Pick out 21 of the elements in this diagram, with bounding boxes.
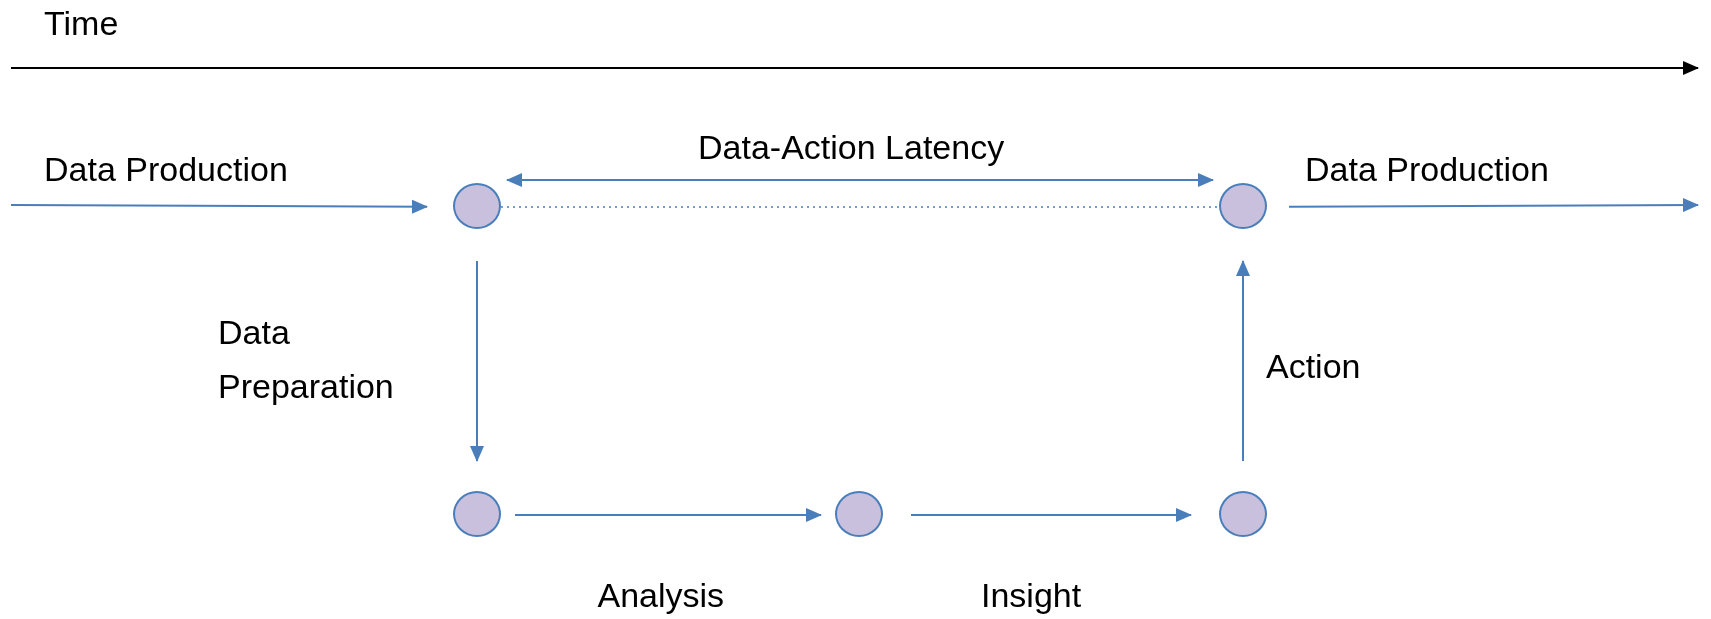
dotted-line [500, 206, 1220, 208]
circle-node [1219, 491, 1267, 537]
axis-label: Time [44, 3, 119, 44]
circle-node [453, 491, 501, 537]
edge-label: Action [1266, 346, 1361, 387]
arrow [506, 173, 1214, 187]
arrow [10, 199, 428, 214]
edge-label: Data Production [44, 149, 288, 190]
edge-label: Analysis [597, 575, 725, 616]
circle-node [835, 491, 883, 537]
edge-label: Data Production [1305, 149, 1549, 190]
arrow [1236, 260, 1250, 462]
arrow [470, 260, 484, 462]
arrow [1288, 198, 1699, 213]
arrow [910, 508, 1192, 522]
arrow [514, 508, 822, 522]
edge-label: Data Preparation [218, 312, 395, 408]
edge-label: Data-Action Latency [698, 127, 1005, 168]
circle-node [1219, 183, 1267, 229]
edge-label: Insight [981, 575, 1082, 616]
circle-node [453, 183, 501, 229]
